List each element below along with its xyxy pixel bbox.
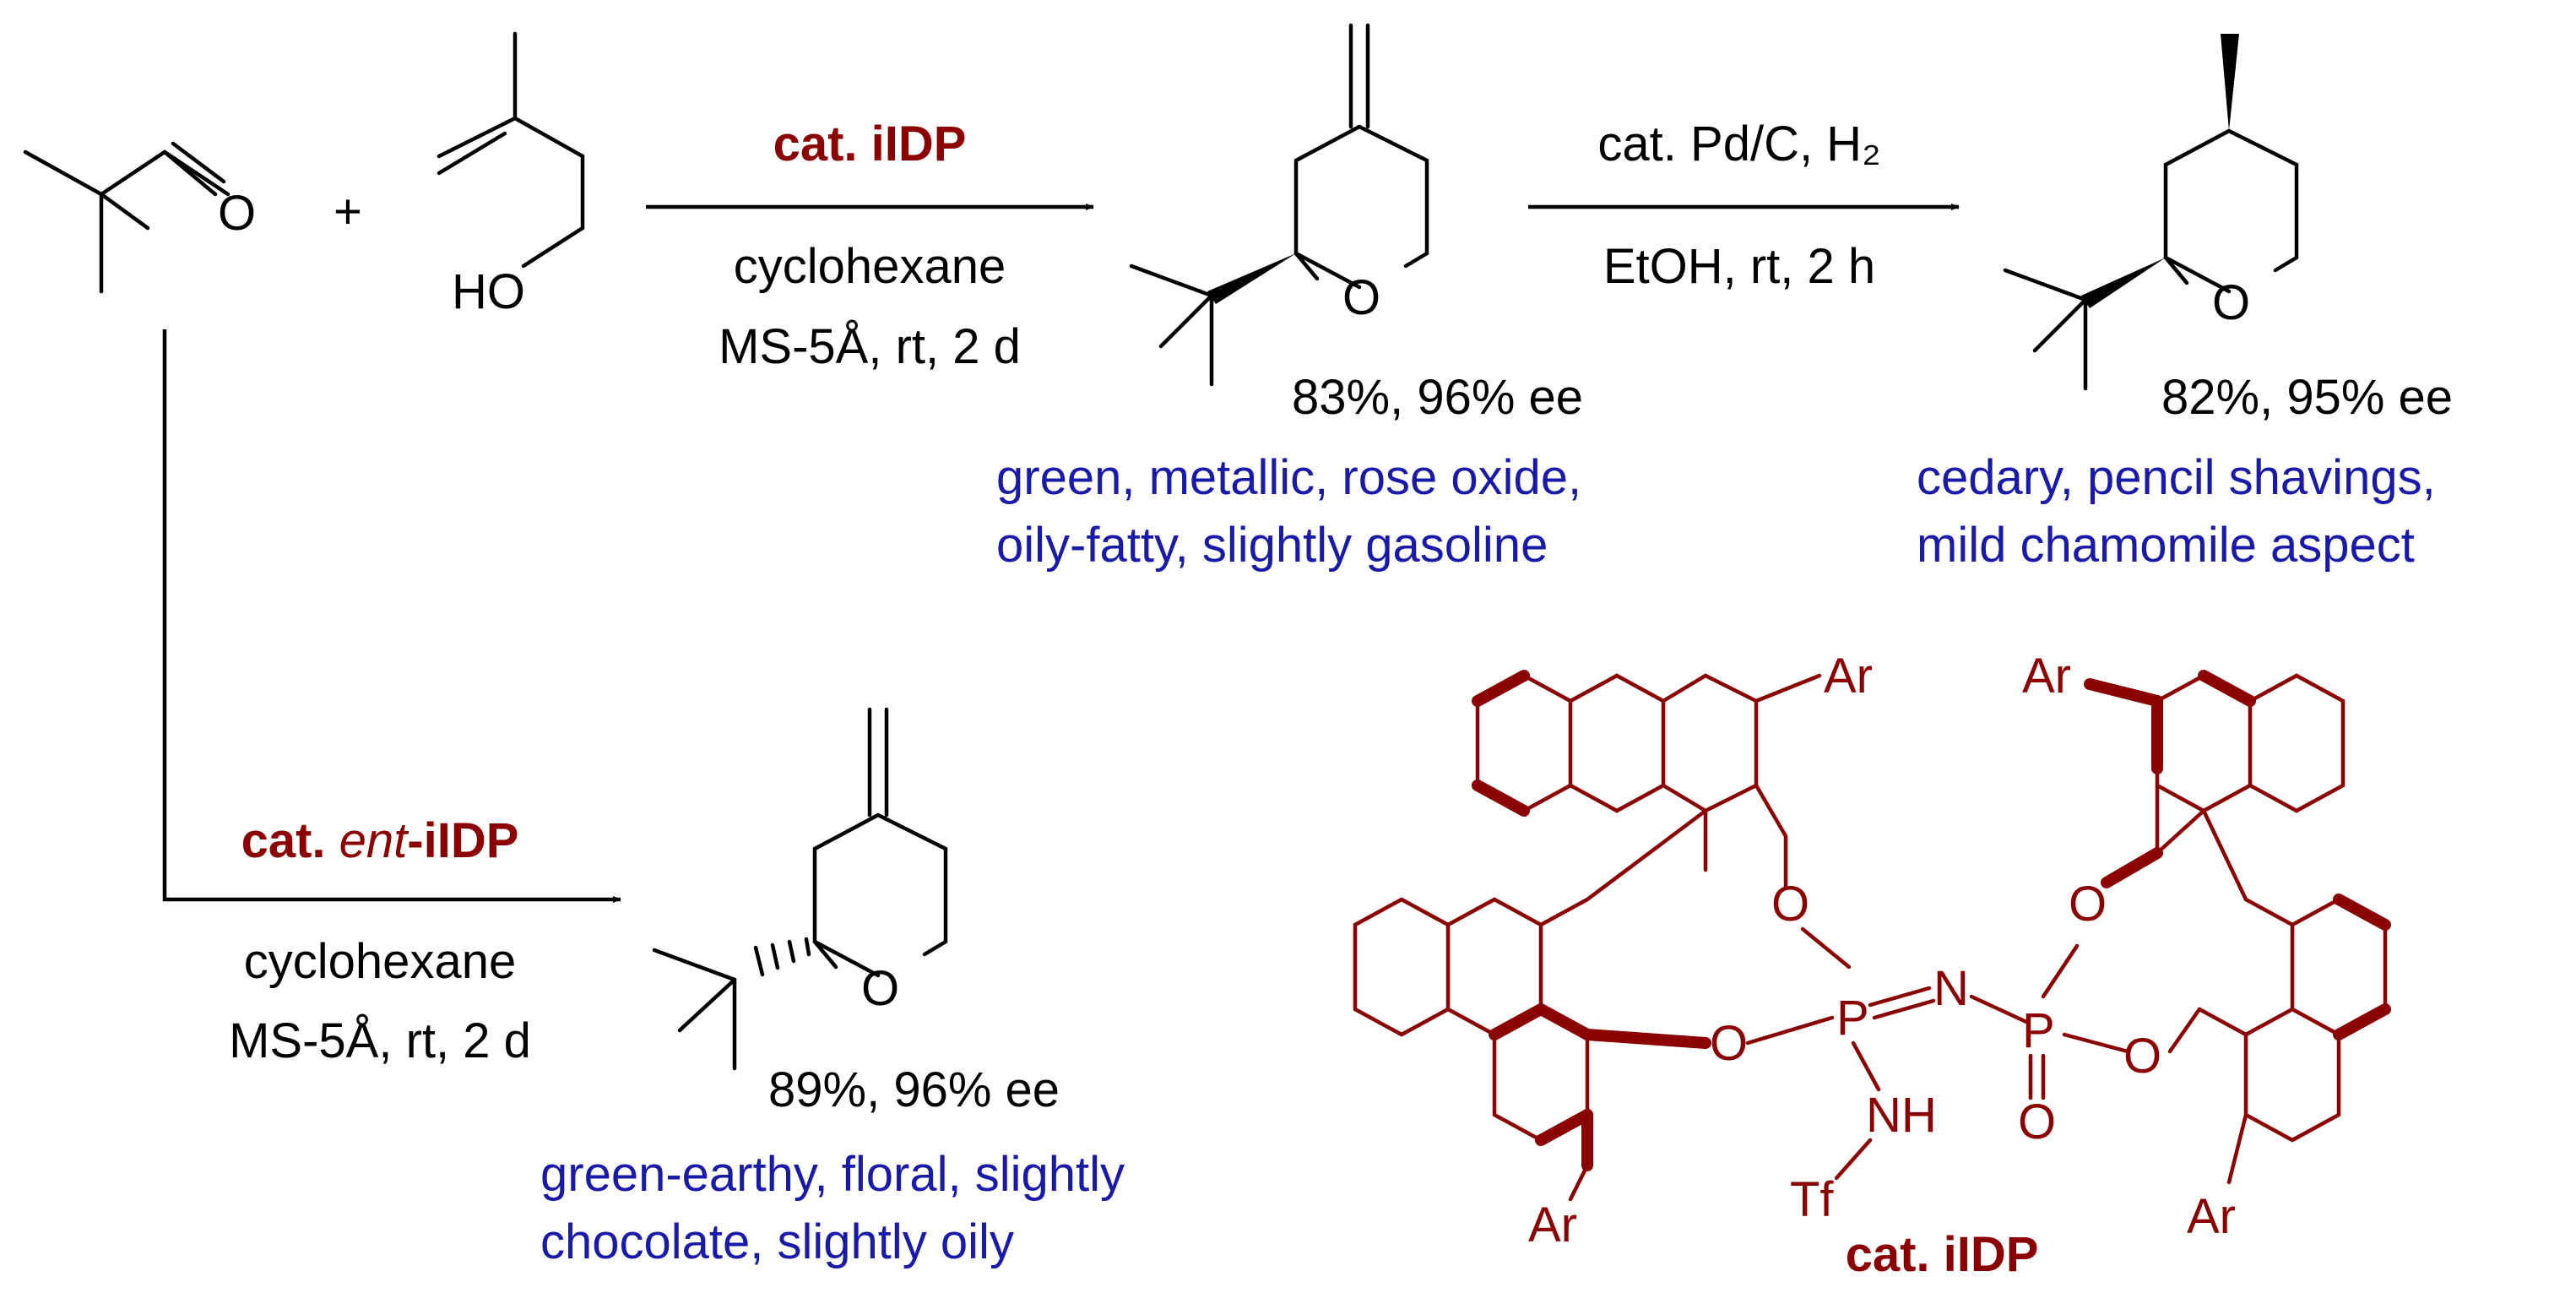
hashed-wedge-bond	[753, 937, 811, 977]
arrow-1-conditions: MS-5Å, rt, 2 d	[719, 319, 1021, 374]
arrow-2: cat. Pd/C, H₂ EtOH, rt, 2 h	[1528, 117, 1960, 294]
catalyst-p-left: P	[1836, 991, 1869, 1046]
aldehyde-o-label: O	[218, 186, 256, 241]
catalyst-ar-bottom-left: Ar	[1528, 1198, 1577, 1252]
product-3-yield: 89%, 96% ee	[768, 1062, 1060, 1117]
catalyst-nh: NH	[1866, 1088, 1937, 1143]
catalyst-o-1: O	[1771, 877, 1809, 932]
catalyst-ar-top-left: Ar	[1824, 649, 1873, 704]
product-2-odor-line1: cedary, pencil shavings,	[1917, 450, 2436, 505]
arrow-1-solvent: cyclohexane	[734, 239, 1006, 294]
arrow-3-catalyst-prefix: cat.	[241, 813, 339, 868]
pivalaldehyde-structure: O	[23, 141, 256, 294]
product-1-odor-line1: green, metallic, rose oxide,	[996, 450, 1581, 505]
product-1-ring-oxygen: O	[1342, 270, 1380, 325]
arrow-3-solvent: cyclohexane	[244, 934, 516, 989]
arrow-1: cat. iIDP cyclohexane MS-5Å, rt, 2 d	[646, 117, 1094, 374]
arrow-3: cat. ent-iIDP cyclohexane MS-5Å, rt, 2 d	[162, 329, 621, 1068]
product-3-odor-line1: green-earthy, floral, slightly	[540, 1147, 1125, 1202]
catalyst-name: cat. iIDP	[1846, 1227, 2039, 1282]
arrow-3-catalyst: cat. ent-iIDP	[241, 813, 519, 868]
product-1-yield: 83%, 96% ee	[1292, 370, 1583, 425]
catalyst-p-oxo: O	[2018, 1095, 2056, 1149]
catalyst-o-4: O	[2123, 1029, 2161, 1084]
catalyst-ar-bottom-right: Ar	[2187, 1189, 2236, 1244]
hydroxyl-label: HO	[452, 264, 525, 319]
arrow-1-catalyst: cat. iIDP	[773, 117, 967, 171]
isoprenol-structure: HO	[437, 31, 585, 319]
arrow-3-conditions: MS-5Å, rt, 2 d	[229, 1013, 531, 1068]
plus-sign: +	[334, 184, 362, 239]
catalyst-iidp-structure: Ar O O Ar P N P NH Tf	[1353, 649, 2391, 1252]
arrow-2-reagent: cat. Pd/C, H₂	[1597, 117, 1880, 171]
arrow-3-catalyst-ent: ent	[339, 813, 410, 868]
product-2-odor-line2: mild chamomile aspect	[1917, 518, 2415, 573]
catalyst-p-right: P	[2022, 1003, 2055, 1058]
product-2-structure: O	[2003, 34, 2299, 391]
catalyst-o-3: O	[2069, 877, 2107, 932]
product-1-odor-line2: oily-fatty, slightly gasoline	[996, 518, 1548, 573]
product-3-odor-line2: chocolate, slightly oily	[540, 1214, 1014, 1269]
arrow-3-catalyst-suffix: -iIDP	[407, 813, 518, 868]
product-3-structure: O	[652, 707, 948, 1071]
catalyst-o-2: O	[1710, 1016, 1748, 1071]
catalyst-n: N	[1933, 961, 1969, 1016]
catalyst-tf: Tf	[1790, 1172, 1834, 1227]
product-2-ring-oxygen: O	[2212, 275, 2250, 330]
catalyst-ar-top-right: Ar	[2022, 649, 2071, 704]
product-2-yield: 82%, 95% ee	[2161, 370, 2453, 425]
product-3-ring-oxygen: O	[861, 961, 899, 1016]
arrow-2-conditions: EtOH, rt, 2 h	[1603, 239, 1875, 294]
product-1-structure: O	[1129, 23, 1429, 387]
